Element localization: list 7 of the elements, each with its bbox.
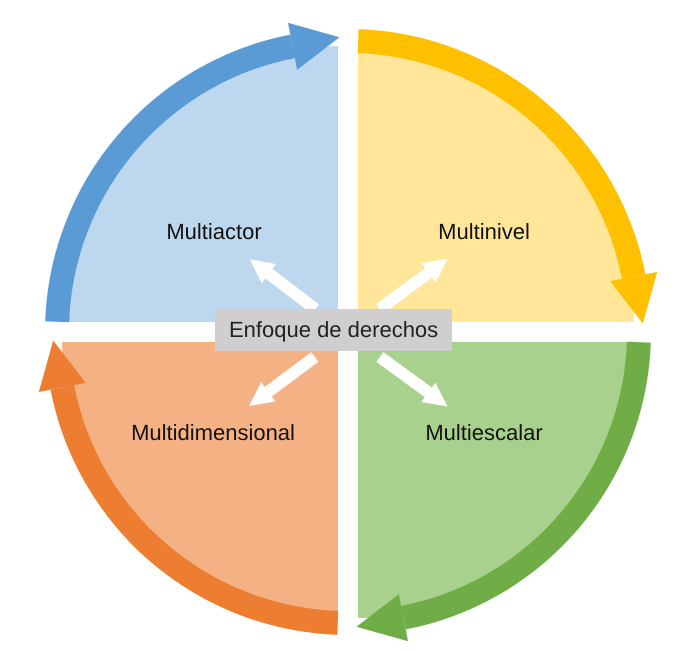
arrow (249, 352, 318, 406)
quadrant-label: Multidimensional (131, 420, 295, 446)
quadrant-label: Multiescalar (425, 420, 543, 446)
quadrant-label: Multiactor (166, 219, 262, 245)
quadrant-label: Multinivel (438, 219, 530, 245)
arrow (376, 352, 448, 406)
central-concept-box: Enfoque de derechos (215, 309, 452, 351)
